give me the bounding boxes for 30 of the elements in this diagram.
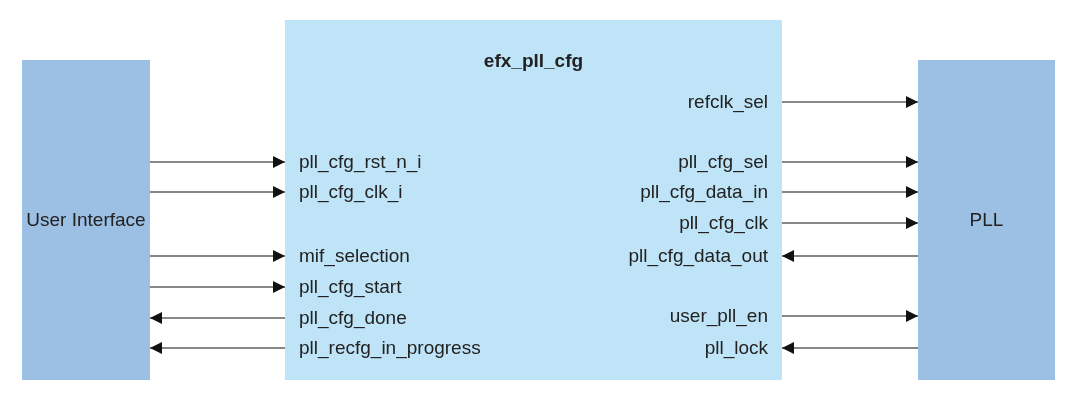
block-box: User Interface — [22, 60, 150, 380]
port-label: pll_cfg_data_out — [562, 244, 782, 268]
port-label: pll_cfg_rst_n_i — [285, 150, 505, 174]
port-label: pll_cfg_clk_i — [285, 180, 505, 204]
port-label: user_pll_en — [562, 304, 782, 328]
module-box — [285, 20, 782, 380]
signal-arrow — [781, 156, 919, 168]
signal-arrow — [781, 96, 919, 108]
module-title: efx_pll_cfg — [482, 50, 585, 72]
signal-arrow — [149, 342, 286, 354]
signal-arrow — [781, 250, 919, 262]
port-label: pll_cfg_clk — [562, 211, 782, 235]
signal-arrow — [781, 217, 919, 229]
port-label: pll_cfg_data_in — [562, 180, 782, 204]
signal-arrow — [149, 312, 286, 324]
port-label: mif_selection — [285, 244, 505, 268]
signal-arrow — [781, 342, 919, 354]
port-label: refclk_sel — [562, 90, 782, 114]
signal-arrow — [781, 186, 919, 198]
port-label: pll_cfg_start — [285, 275, 505, 299]
signal-arrow — [149, 250, 286, 262]
signal-arrow — [149, 186, 286, 198]
port-label: pll_lock — [562, 336, 782, 360]
block-box: PLL — [918, 60, 1055, 380]
port-label: pll_recfg_in_progress — [285, 336, 535, 360]
signal-arrow — [149, 281, 286, 293]
port-label: pll_cfg_sel — [562, 150, 782, 174]
signal-arrow — [781, 310, 919, 322]
signal-arrow — [149, 156, 286, 168]
port-label: pll_cfg_done — [285, 306, 505, 330]
